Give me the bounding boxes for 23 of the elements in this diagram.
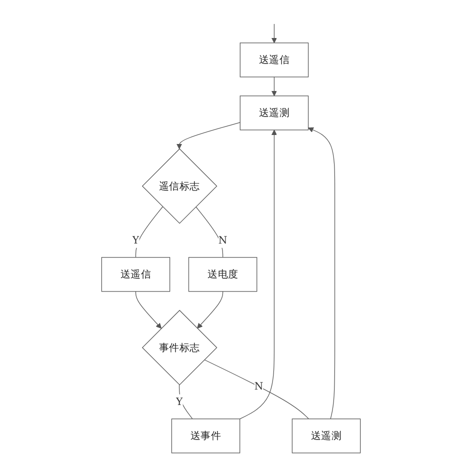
connector [178,384,193,420]
arrow [271,24,277,44]
arrow [271,76,277,96]
arrow [176,122,240,150]
node-diamond: 遥信标志 [142,148,218,224]
connector [196,206,224,258]
edge-label: Y [176,396,183,408]
node-box: 送事件 [171,418,240,454]
node-box: 送电度 [188,257,258,292]
edge-label: Y [132,234,140,246]
edge-label: N [218,234,228,246]
arrow [135,291,162,329]
arrow [196,291,224,329]
arrow [308,127,336,420]
arrow [240,130,277,420]
node-diamond: 事件标志 [142,310,218,386]
edge-label: N [254,380,264,392]
connector [135,206,164,258]
connector [204,359,310,420]
node-box: 送遥测 [292,418,361,454]
node-box: 送遥测 [240,96,309,130]
node-box: 送遥信 [101,257,170,292]
node-box: 送遥信 [240,42,309,78]
